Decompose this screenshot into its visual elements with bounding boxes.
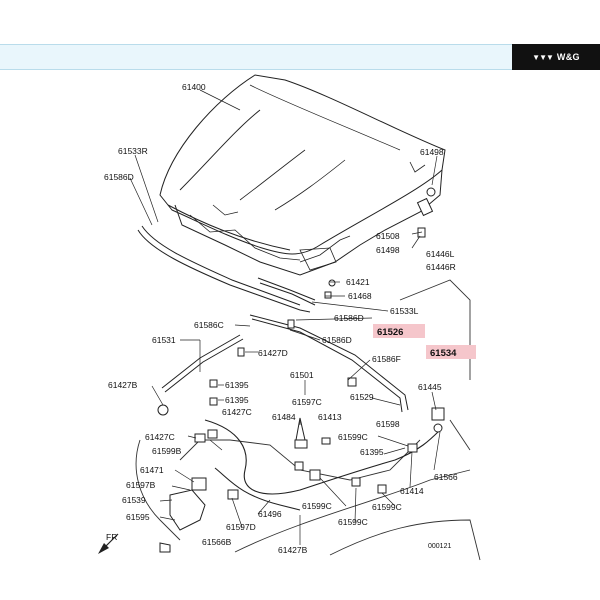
callout-61395-a: 61395	[225, 380, 249, 390]
callout-61413: 61413	[318, 412, 342, 422]
callout-61526: 61526	[377, 327, 403, 338]
front-direction-arrow	[98, 533, 119, 554]
callout-61595: 61595	[126, 512, 150, 522]
brand-badge[interactable]: ▼▼▼ W&G	[512, 44, 600, 70]
callout-61599C-d: 61599C	[338, 517, 368, 527]
callout-61484: 61484	[272, 412, 296, 422]
triple-chevron-logo-icon: ▼▼▼	[532, 52, 554, 62]
callout-61395-b: 61395	[225, 395, 249, 405]
drawing-code: 000121	[428, 543, 451, 550]
callout-61533R: 61533R	[118, 146, 148, 156]
callout-61496: 61496	[258, 509, 282, 519]
callout-61586F: 61586F	[372, 354, 401, 364]
callout-61566: 61566	[434, 472, 458, 482]
callout-61427C-a: 61427C	[222, 407, 252, 417]
callout-61597D: 61597D	[226, 522, 256, 532]
callout-61586C: 61586C	[194, 320, 224, 330]
callout-61534: 61534	[430, 348, 457, 359]
callout-61498-top: 61498	[420, 147, 444, 157]
callout-61498-low: 61498	[376, 245, 400, 255]
leader-lines	[129, 89, 441, 545]
header-band	[0, 44, 600, 70]
part-callouts: 61400 61533R 61586D 61498 61508 61498 61…	[104, 82, 458, 555]
release-cable-drawing	[204, 419, 441, 511]
callout-61395-c: 61395	[360, 447, 384, 457]
callout-61531: 61531	[152, 335, 176, 345]
hood-panel-drawing	[159, 74, 446, 276]
callout-61566B: 61566B	[202, 537, 232, 547]
callout-61427B-left: 61427B	[108, 380, 138, 390]
callout-61427D: 61427D	[258, 348, 288, 358]
brand-name: W&G	[556, 52, 580, 62]
callout-61446L: 61446L	[426, 249, 455, 259]
callout-61599C-b: 61599C	[302, 501, 332, 511]
highlight-61526	[373, 324, 425, 338]
callout-61597B: 61597B	[126, 480, 156, 490]
front-label: FR	[106, 532, 117, 542]
callout-61427C-b: 61427C	[145, 432, 175, 442]
callout-61471: 61471	[140, 465, 164, 475]
highlight-61534	[426, 345, 476, 359]
callout-61598: 61598	[376, 419, 400, 429]
callout-61446R: 61446R	[426, 262, 456, 272]
weatherstrip-drawings	[137, 225, 409, 413]
callout-61400: 61400	[182, 82, 206, 92]
callout-61586D-mid: 61586D	[322, 335, 352, 345]
callout-61586D-right: 61586D	[334, 313, 364, 323]
callout-61597C-top: 61597C	[292, 397, 322, 407]
callout-61599C-c: 61599C	[372, 502, 402, 512]
small-parts	[157, 187, 445, 553]
callout-61414: 61414	[400, 486, 424, 496]
callout-61586D-left: 61586D	[104, 172, 134, 182]
callout-61539: 61539	[122, 495, 146, 505]
callout-61421: 61421	[346, 277, 370, 287]
callout-61533L: 61533L	[390, 306, 419, 316]
callout-61529: 61529	[350, 392, 374, 402]
callout-61501: 61501	[290, 370, 314, 380]
callout-61445: 61445	[418, 382, 442, 392]
callout-61599B: 61599B	[152, 446, 182, 456]
callout-61508: 61508	[376, 231, 400, 241]
callout-61468: 61468	[348, 291, 372, 301]
callout-61427B-bottom: 61427B	[278, 545, 308, 555]
callout-61599C-a: 61599C	[338, 432, 368, 442]
